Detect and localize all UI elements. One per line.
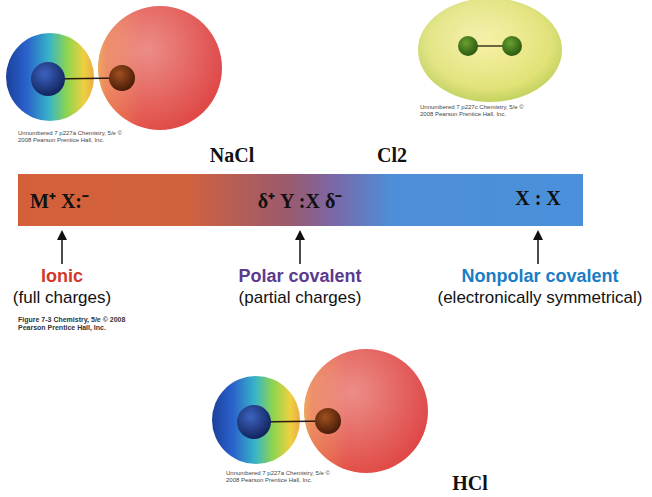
credit-note: Unnumbered 7 p227a Chemistry, 5/e © 2008…: [226, 470, 344, 484]
bond-formula: M⁺ X:⁻: [30, 187, 89, 214]
bond-description: (electronically symmetrical): [438, 288, 643, 308]
bond-type: Nonpolar covalent: [461, 266, 618, 287]
potential-map: [212, 349, 428, 473]
potential-map: [6, 6, 222, 130]
credit-note: Unnumbered 7 p227c Chemistry, 5/e © 2008…: [420, 104, 538, 118]
bond-band: M⁺ X:⁻ δ⁺ Y :X δ⁻ X : X: [18, 174, 583, 226]
molecule-name: Cl2: [377, 144, 407, 167]
molecule-name: NaCl: [210, 144, 254, 167]
bond-description: (full charges): [13, 288, 111, 308]
bond-type: Ionic: [41, 266, 83, 287]
molecule-name: HCl: [452, 472, 488, 495]
figure-credit: Figure 7-3 Chemistry, 5/e © 2008 Pearson…: [18, 316, 146, 332]
bond-formula: δ⁺ Y :X δ⁻: [258, 187, 343, 214]
credit-note: Unnumbered 7 p227a Chemistry, 5/e © 2008…: [18, 130, 136, 144]
bond-formula: X : X: [515, 187, 561, 210]
cl2-map: [418, 0, 562, 102]
bond-type: Polar covalent: [238, 266, 361, 287]
bond-description: (partial charges): [239, 288, 362, 308]
arrows: [57, 230, 543, 264]
